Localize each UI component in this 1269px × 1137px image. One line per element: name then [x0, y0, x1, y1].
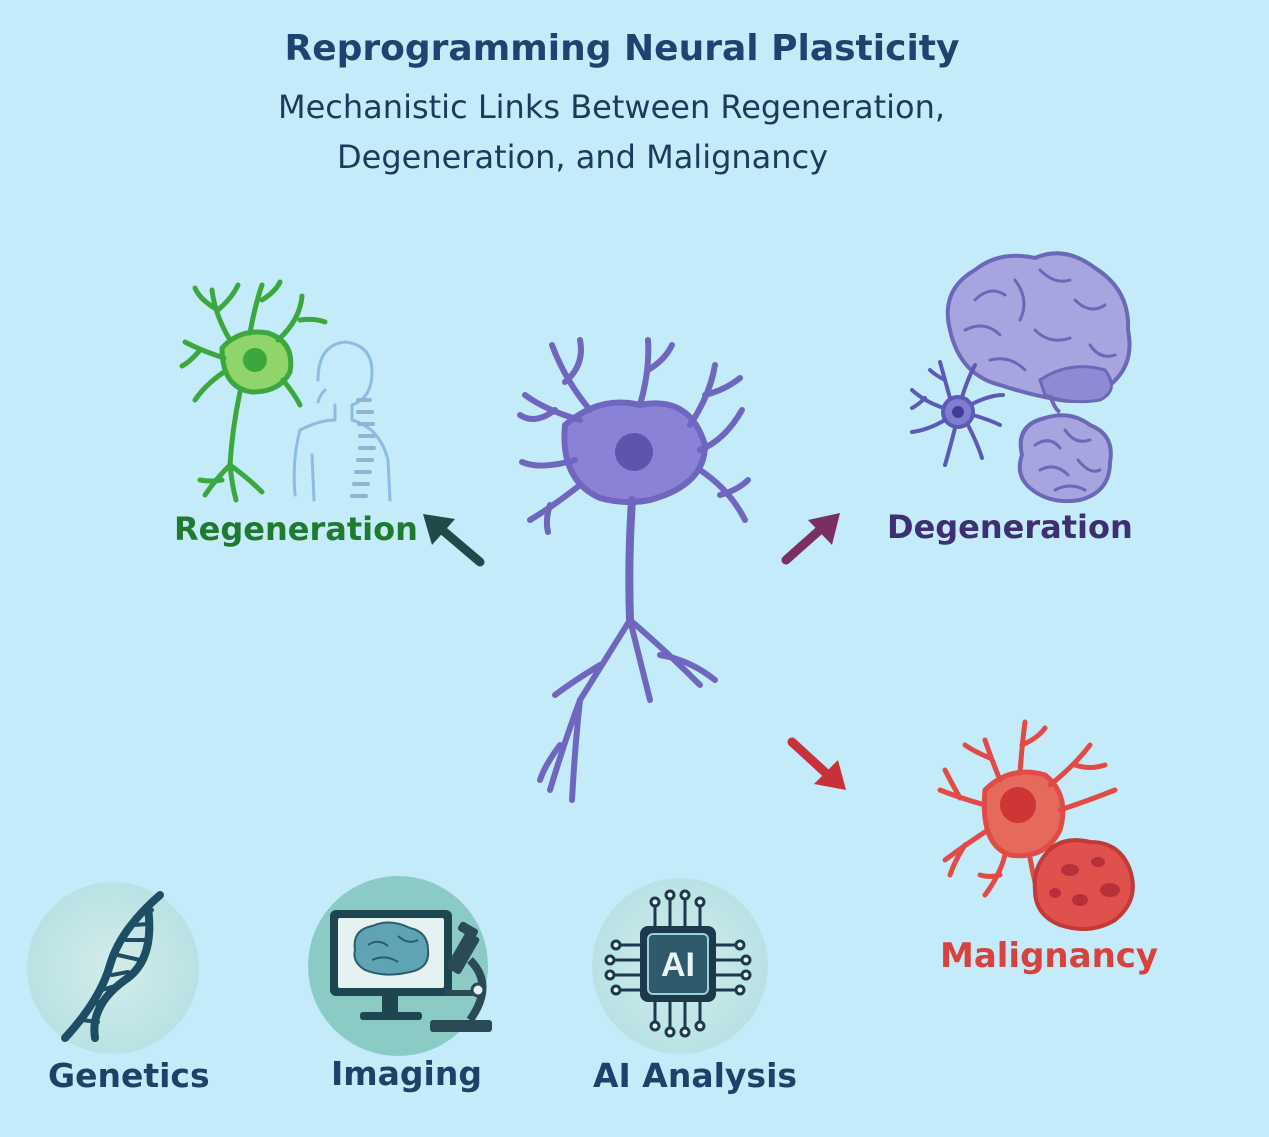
subtitle-line-1: Mechanistic Links Between Regeneration, [278, 88, 946, 126]
diagram-title: Reprogramming Neural Plasticity [284, 28, 960, 69]
dna-icon [61, 891, 164, 1042]
ai-chip-icon: AI [604, 889, 752, 1038]
label-genetics: Genetics [48, 1056, 210, 1095]
ai-chip-text: AI [661, 946, 695, 984]
brain-icon [945, 251, 1132, 414]
human-spine-icon [292, 340, 392, 502]
small-brain-icon [1017, 413, 1113, 504]
label-malignancy: Malignancy [940, 936, 1159, 976]
degenerating-neuron-icon [910, 360, 1005, 467]
central-neuron-icon [517, 337, 751, 803]
malignant-neuron-icon [937, 719, 1118, 903]
tumor-icon [1032, 838, 1135, 931]
label-imaging: Imaging [331, 1054, 482, 1093]
arrow-to-degeneration [781, 513, 840, 565]
arrow-to-malignancy [787, 737, 846, 790]
label-degeneration: Degeneration [887, 508, 1133, 546]
subtitle-line-2: Degeneration, and Malignancy [337, 138, 829, 176]
label-ai-analysis: AI Analysis [593, 1056, 798, 1095]
regenerating-neuron-icon [179, 279, 328, 503]
microscope-icon [430, 921, 492, 1032]
arrow-to-regeneration [423, 514, 485, 567]
label-regeneration: Regeneration [174, 510, 418, 548]
brain-scan-icon [353, 921, 430, 976]
